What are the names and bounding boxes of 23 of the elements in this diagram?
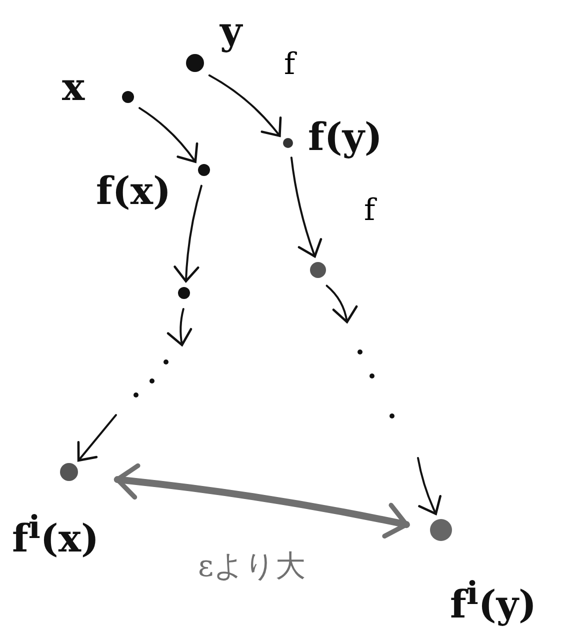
point-label: f(x) bbox=[96, 172, 171, 210]
point-dot bbox=[198, 164, 210, 176]
point-label: f(y) bbox=[308, 118, 382, 156]
arrow bbox=[326, 284, 358, 324]
arrow bbox=[290, 156, 322, 258]
point-label: f$^{i}$(x) bbox=[12, 512, 100, 558]
double-arrow bbox=[114, 463, 410, 539]
point-dot bbox=[122, 91, 134, 103]
point-dot bbox=[178, 287, 190, 299]
arrow bbox=[77, 414, 117, 462]
point-dot bbox=[430, 519, 452, 541]
arrow bbox=[138, 107, 198, 163]
point-label: f$^{i}$(y) bbox=[450, 578, 536, 624]
point-dot bbox=[60, 463, 78, 481]
point-dot bbox=[186, 54, 204, 72]
arrow bbox=[167, 308, 192, 346]
arrow bbox=[208, 74, 282, 137]
arrow bbox=[417, 457, 442, 515]
point-label: x bbox=[62, 68, 85, 106]
arrow bbox=[174, 184, 202, 282]
point-label: y bbox=[220, 12, 242, 50]
point-dot bbox=[283, 138, 293, 148]
point-dot bbox=[310, 262, 326, 278]
